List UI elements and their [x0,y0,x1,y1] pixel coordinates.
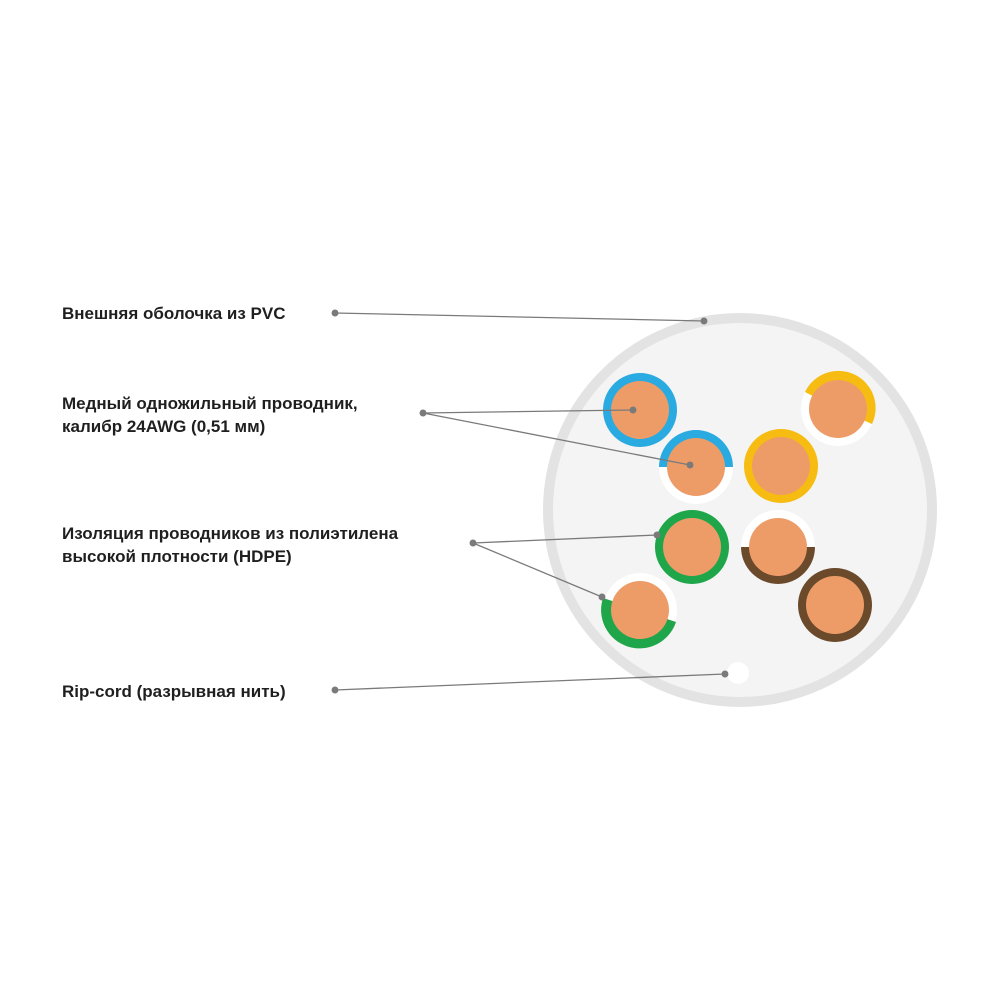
insulation-label-line-1: Изоляция проводников из полиэтилена [62,524,399,543]
conductor-leader-lines [419,406,694,469]
conductor-orange [744,429,818,503]
ripcord-label: Rip-cord (разрывная нить) [62,680,286,703]
conductor-label-line-1: Медный одножильный проводник, [62,394,358,413]
conductor-label-line-2: калибр 24AWG (0,51 мм) [62,417,266,436]
conductor-label: Медный одножильный проводник, калибр 24A… [62,392,358,438]
ripcord [727,662,749,684]
insulation-label-line-2: высокой плотности (HDPE) [62,547,292,566]
conductor-green [655,510,729,584]
conductor-white-green [601,573,677,649]
jacket-label: Внешняя оболочка из PVC [62,302,286,325]
ripcord-leader-line [331,670,729,694]
conductor-white-brown [741,510,815,584]
jacket-leader-line [331,309,708,325]
jacket-label-text: Внешняя оболочка из PVC [62,304,286,323]
conductor-white-orange [801,370,876,446]
pvc-jacket [543,313,937,707]
ripcord-label-text: Rip-cord (разрывная нить) [62,682,286,701]
conductor-white-blue [659,430,733,504]
insulation-leader-lines [469,531,661,601]
conductor-blue [603,373,677,447]
insulation-label: Изоляция проводников из полиэтилена высо… [62,522,398,568]
conductor-brown [798,568,872,642]
